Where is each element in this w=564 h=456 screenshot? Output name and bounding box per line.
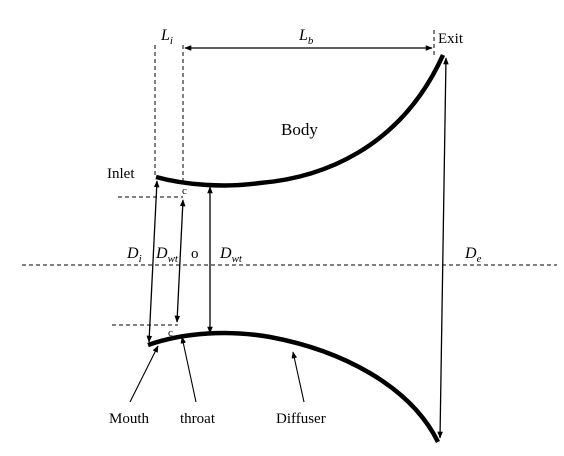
diffuser-label: Diffuser bbox=[276, 411, 326, 427]
throat-label: throat bbox=[180, 411, 216, 427]
lb-label: Lb bbox=[298, 27, 314, 47]
o-label: o bbox=[191, 246, 199, 262]
li-label: Li bbox=[160, 27, 173, 47]
inlet-label: Inlet bbox=[107, 166, 135, 182]
c-bottom-label: c bbox=[168, 327, 173, 339]
mouth-leader bbox=[129, 345, 159, 403]
mouth-label: Mouth bbox=[109, 411, 150, 427]
dwt-right-label: Dwt bbox=[219, 245, 243, 265]
upper-wall bbox=[155, 54, 446, 188]
lower-wall bbox=[147, 330, 441, 443]
dwt-left-label: Dwt bbox=[155, 245, 179, 265]
body-label: Body bbox=[281, 120, 318, 139]
de-arrow bbox=[437, 57, 449, 439]
exit-label: Exit bbox=[438, 31, 464, 47]
throat-leader bbox=[180, 336, 197, 403]
dwt-left-arrow bbox=[174, 199, 186, 323]
de-label: De bbox=[464, 245, 482, 265]
di-arrow bbox=[146, 180, 160, 343]
di-label: Di bbox=[126, 245, 142, 265]
c-top-label: c bbox=[182, 185, 187, 197]
diffuser-leader bbox=[291, 351, 305, 403]
